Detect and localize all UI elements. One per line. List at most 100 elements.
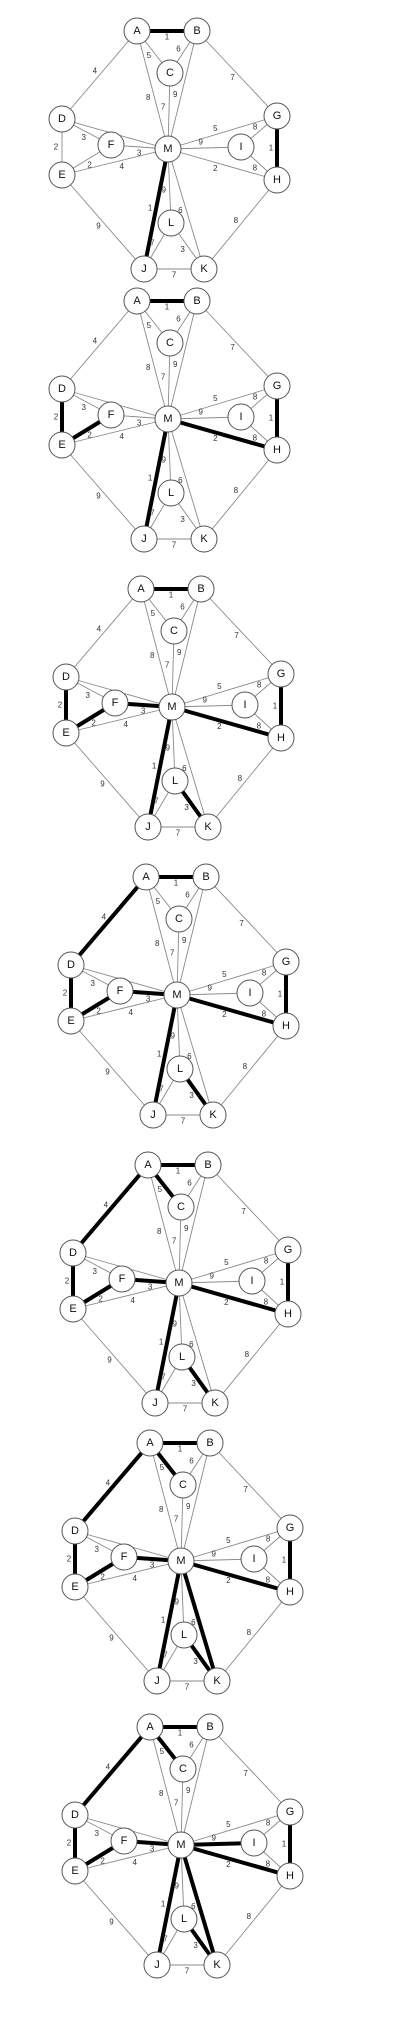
edge-weight-m-h: 2 [226,1576,231,1585]
node-e: E [52,719,80,747]
edge-weight-g-h: 1 [278,990,283,999]
edge-weight-a-b: 1 [178,1445,183,1454]
node-label: M [163,143,172,155]
edge-weight-e-f: 2 [96,1007,101,1016]
node-circle [136,1713,164,1741]
edge-e-j [72,1308,156,1404]
node-label: F [121,1835,128,1847]
node-circle [263,436,291,464]
edge-weight-l-j: 7 [150,239,155,248]
edge-h-k [216,1875,291,1966]
node-b: B [194,1151,222,1179]
edge-e-m [70,994,178,1022]
node-circle [192,863,220,891]
node-circle [276,1862,304,1890]
node-circle [170,1621,198,1649]
edge-weight-h-k: 8 [234,486,239,495]
edge-h-k [212,1025,287,1116]
node-circle [154,405,182,433]
node-label: J [141,263,147,275]
edge-weight-g-h: 1 [273,702,278,711]
edge-weight-i-m: 9 [198,408,203,417]
edge-weight-a-d: 4 [106,1479,111,1488]
edge-weight-e-j: 9 [96,491,101,500]
node-circle [276,1578,304,1606]
edge-weight-a-b: 1 [178,1729,183,1738]
node-circle [263,166,291,194]
node-label: I [252,1837,255,1849]
node-l: L [166,1055,194,1083]
node-circle [61,1573,89,1601]
node-label: F [117,985,124,997]
node-label: E [67,1015,74,1027]
edge-weight-l-k: 3 [189,1091,194,1100]
node-circle [97,401,125,429]
edge-weight-m-l: 9 [165,743,170,752]
node-g: G [274,1236,302,1264]
edge-weight-l-j: 7 [150,509,155,518]
edge-weight-b-g: 7 [234,631,239,640]
node-circle [203,1667,231,1695]
edge-weight-c-m: 7 [172,1237,177,1246]
node-label: B [204,1159,211,1171]
edge-weight-e-j: 9 [105,1067,110,1076]
edge-weight-j-k: 7 [172,271,177,280]
node-circle [57,1007,85,1035]
edge-b-m [178,1164,209,1284]
edge-weight-l-j: 7 [161,1373,166,1382]
edge-weight-e-j: 9 [107,1355,112,1364]
edge-a-m [136,30,169,150]
edge-weights: 1568794739223495819828196737 [67,1445,287,1692]
node-m: M [167,1831,195,1859]
node-a: A [132,863,160,891]
node-label: L [177,1063,183,1075]
node-label: B [206,1437,213,1449]
edge-b-g [205,876,287,963]
edge-weight-d-e: 2 [54,413,59,422]
node-label: I [243,699,246,711]
edge-weight-a-c: 5 [160,1463,165,1472]
node-label: I [250,1275,253,1287]
edge-weight-m-l: 9 [161,185,166,194]
node-circle [141,1389,169,1417]
step-diagram-2: 1568794739223495819828196737ABCDEFGHIJKL… [48,287,291,553]
edge-weight-i-h: 8 [266,1859,271,1868]
edge-weight-a-d: 4 [93,337,98,346]
edge-weight-b-m: 9 [173,90,178,99]
edge-weight-a-m: 8 [150,651,155,660]
node-label: C [170,625,178,637]
node-circle [157,209,185,237]
edge-b-m [180,1442,211,1562]
node-label: D [71,1525,79,1537]
node-label: K [209,1109,217,1121]
edge-weight-a-d: 4 [104,1201,109,1210]
tree-edge-m-h [177,1281,290,1316]
node-c: C [165,905,193,933]
node-label: J [150,1109,156,1121]
node-circle [263,372,291,400]
node-label: D [62,671,70,683]
step-diagram-6: 1568794739223495819828196737ABCDEFGHIJKL… [61,1429,304,1695]
node-d: D [61,1517,89,1545]
edge-weight-d-f: 3 [94,1545,99,1554]
node-k: K [194,813,222,841]
edge-e-m [61,148,169,176]
edge-weight-m-l: 9 [174,1597,179,1606]
edge-weight-c-m: 7 [165,661,170,670]
edge-weight-g-i: 8 [257,681,262,690]
edge-weight-f-m: 3 [148,1283,153,1292]
edge-b-g [209,1442,291,1529]
edge-weight-b-c: 6 [180,602,185,611]
node-circle [196,1713,224,1741]
edge-weights: 1568794739223495819828196737 [67,1729,287,1976]
node-h: H [263,436,291,464]
edge-weight-m-j: 1 [161,1899,166,1908]
edge-weight-f-m: 3 [150,1845,155,1854]
node-c: C [156,329,184,357]
node-b: B [196,1429,224,1457]
edge-weight-i-h: 8 [264,1297,269,1306]
edge-h-k [214,1313,289,1404]
